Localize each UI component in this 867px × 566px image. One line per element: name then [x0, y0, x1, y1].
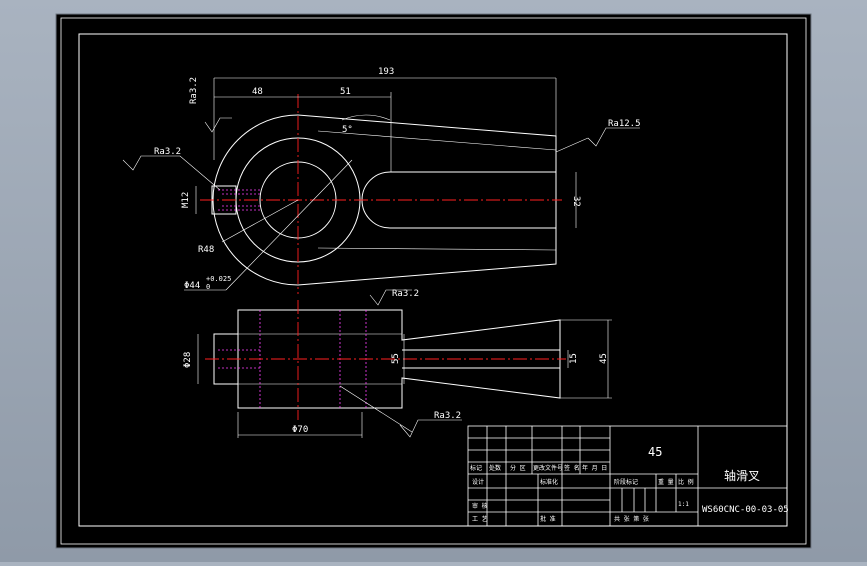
front-centerlines [200, 94, 562, 294]
drawing-number-text: WS60CNC-00-03-05 [702, 505, 789, 515]
ra-left: Ra3.2 [154, 147, 181, 157]
tb-craft: 工 艺 [472, 515, 488, 523]
tb-mark: 标记 [470, 464, 482, 472]
tb-design: 设计 [472, 478, 484, 486]
tb-weight: 重 量 [658, 478, 674, 486]
title-block [467, 425, 788, 527]
top-dim-lines [197, 289, 612, 438]
top-centerlines [205, 300, 566, 420]
dim-phi44: Φ44 [184, 281, 200, 291]
top-view-inner [238, 333, 402, 385]
top-view-slot [402, 349, 560, 369]
tb-zone: 分 区 [510, 464, 526, 472]
tb-sign: 签 名 [564, 464, 580, 472]
thread-boss [211, 185, 237, 215]
dim-phi70: Φ70 [292, 425, 308, 435]
front-hidden-thread [218, 189, 262, 211]
material-text: 45 [648, 445, 662, 459]
part-name-text: 轴滑叉 [724, 468, 760, 483]
dim-r48: R48 [198, 245, 214, 255]
ra-right: Ra12.5 [608, 119, 641, 129]
tb-approve: 批 准 [540, 515, 556, 523]
dim-32: 32 [571, 196, 581, 207]
dimension-texts: 193 48 51 5° Ra3.2 Ra3.2 Ra12.5 M12 32 R… [154, 67, 641, 435]
ra-bottom: Ra3.2 [434, 411, 461, 421]
tb-sheets: 共 张 第 张 [614, 515, 649, 523]
tb-stage: 阶段标记 [614, 478, 638, 486]
sheet-inner-frame [78, 33, 788, 527]
scale-text: 1:1 [678, 501, 689, 508]
dim-phi44-tol0: 0 [206, 283, 210, 291]
title-block-texts: 45 轴滑叉 WS60CNC-00-03-05 1:1 标记 处数 分 区 更改… [470, 445, 789, 523]
dim-m12: M12 [181, 192, 191, 208]
arm-edge-line-lower [317, 247, 557, 251]
dim-48: 48 [252, 87, 263, 97]
dim-45: 45 [599, 353, 609, 364]
tb-date: 年 月 日 [582, 464, 607, 472]
dim-phi28: Φ28 [183, 352, 193, 368]
dim-15: 15 [569, 353, 579, 364]
tb-doc: 更改文件号 [533, 464, 563, 472]
sheet-outer-frame [60, 17, 807, 545]
drawing-background [55, 13, 812, 549]
tb-check: 审 核 [472, 502, 488, 510]
ra-mid: Ra3.2 [392, 289, 419, 299]
ra-top-left: Ra3.2 [189, 77, 199, 104]
tb-count: 处数 [489, 464, 501, 472]
slot-edges [390, 171, 556, 229]
dim-51: 51 [340, 87, 351, 97]
dim-angle: 5° [342, 125, 353, 135]
tb-ratio: 比 例 [678, 478, 694, 486]
dim-193: 193 [378, 67, 394, 77]
front-dim-lines [122, 77, 640, 291]
tb-standard: 标准化 [540, 478, 558, 486]
arm-edge-line [317, 130, 557, 151]
dim-phi44-tol: +0.025 [206, 275, 231, 283]
dim-55: 55 [391, 353, 401, 364]
